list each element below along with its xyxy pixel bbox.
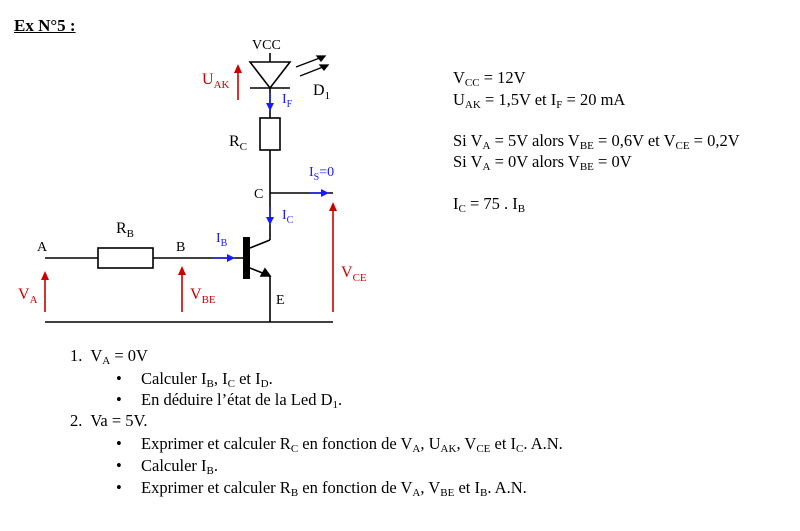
va-label: VA xyxy=(18,286,38,306)
exercise-title: Ex N°5 : xyxy=(14,16,76,35)
given-uak-if: UAK = 1,5V et IF = 20 mA xyxy=(453,90,626,111)
uak-label: UAK xyxy=(202,71,230,91)
question-1-item-1: •Calculer IB, IC et ID. xyxy=(116,369,273,390)
node-b-label: B xyxy=(176,240,185,255)
vbe-label: VBE xyxy=(190,286,216,306)
if-label: IF xyxy=(282,92,293,110)
question-1-item-2: •En déduire l’état de la Led D1. xyxy=(116,390,343,411)
npn-transistor xyxy=(243,237,272,279)
is-label: IS=0 xyxy=(309,165,334,183)
question-1: 1. VA = 0V xyxy=(70,346,148,367)
resistor-rc xyxy=(259,117,281,151)
given-case-5v: Si VA = 5V alors VBE = 0,6V et VCE = 0,2… xyxy=(453,131,740,152)
d1-label: D1 xyxy=(313,82,330,102)
ib-label: IB xyxy=(216,231,228,249)
resistor-rb xyxy=(97,247,154,269)
question-2-item-1: •Exprimer et calculer RC en fonction de … xyxy=(116,434,563,455)
wires xyxy=(45,53,333,323)
node-c-label: C xyxy=(254,187,263,202)
given-case-0v: Si VA = 0V alors VBE = 0V xyxy=(453,152,632,173)
ic-label: IC xyxy=(282,208,294,226)
given-vcc: VCC = 12V xyxy=(453,68,526,89)
vcc-label: VCC xyxy=(252,38,281,53)
node-e-label: E xyxy=(276,293,285,308)
voltage-arrows xyxy=(41,64,337,312)
led-light-arrows xyxy=(295,55,330,77)
vce-label: VCE xyxy=(341,264,367,284)
node-a-label: A xyxy=(37,240,48,255)
question-2: 2. Va = 5V. xyxy=(70,411,148,430)
rb-label: RB xyxy=(116,220,134,240)
current-arrows xyxy=(213,93,329,262)
led-d1 xyxy=(248,61,292,90)
question-2-item-2: •Calculer IB. xyxy=(116,456,218,477)
given-gain: IC = 75 . IB xyxy=(453,194,526,215)
rc-label: RC xyxy=(229,133,247,153)
question-2-item-3: •Exprimer et calculer RB en fonction de … xyxy=(116,478,527,499)
